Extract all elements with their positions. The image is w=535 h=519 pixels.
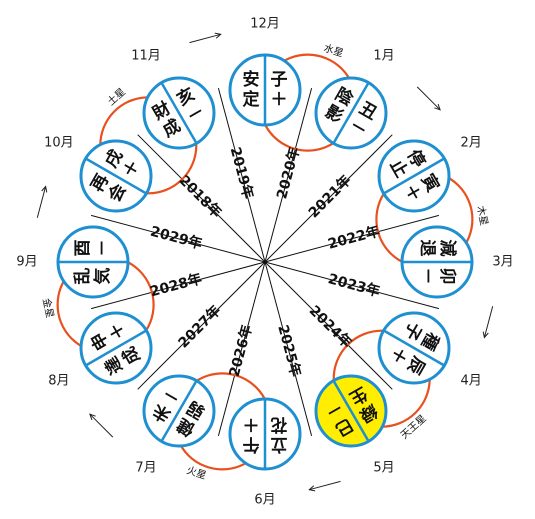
month-node: 緑生巳－ — [314, 374, 388, 448]
planet-label: 天王星 — [398, 413, 428, 442]
planet-label: 火星 — [185, 464, 208, 482]
month-node: 停止寅＋ — [377, 139, 451, 213]
year-label: 2025年 — [274, 323, 304, 379]
month-node: 種子辰＋ — [377, 311, 451, 385]
month-node: 乱気酉－ — [56, 225, 130, 299]
node-divider — [383, 157, 445, 195]
year-label: 2021年 — [305, 172, 354, 221]
year-spoke — [90, 214, 266, 263]
month-label: 10月 — [44, 136, 74, 151]
year-label: 2024年 — [306, 302, 355, 351]
node-zodiac-char: 酉 — [73, 240, 93, 257]
planet-label: 木星 — [474, 205, 490, 227]
node-zodiac-char: ＋ — [271, 90, 288, 110]
year-label: 2026年 — [226, 323, 256, 379]
arrow-head — [482, 331, 489, 339]
year-spoke — [264, 134, 393, 263]
month-label: 12月 — [250, 17, 280, 32]
node-divider — [85, 329, 147, 367]
month-node: 陰影丑－ — [314, 76, 388, 150]
node-keyword-char: 立 — [271, 434, 288, 455]
year-spoke — [264, 261, 440, 310]
node-keyword-char: 退 — [417, 240, 437, 257]
month-node: 再会戌＋ — [79, 139, 153, 213]
node-keyword-char: 気 — [92, 268, 113, 286]
year-label: 2019年 — [227, 145, 257, 201]
arrow-head — [308, 485, 316, 492]
year-label: 2020年 — [273, 145, 303, 201]
month-label: 4月 — [460, 374, 481, 389]
node-divider — [160, 82, 198, 144]
month-label: 1月 — [373, 48, 394, 63]
year-spoke — [90, 261, 266, 310]
year-spoke — [264, 261, 393, 390]
year-label: 2023年 — [326, 270, 382, 300]
month-label: 9月 — [16, 255, 37, 270]
arrow-line — [309, 480, 341, 491]
month-node: 減退卯－ — [400, 225, 474, 299]
node-divider — [332, 82, 370, 144]
node-divider — [160, 380, 198, 442]
arrow-head — [89, 413, 96, 421]
year-spokes — [90, 87, 440, 437]
direction-arrows — [36, 32, 494, 492]
year-label: 2027年 — [175, 302, 224, 351]
year-spoke — [264, 261, 313, 437]
month-label: 8月 — [48, 374, 69, 389]
year-label: 2018年 — [176, 172, 225, 221]
month-node: 立花午＋ — [228, 397, 302, 471]
month-node: 安定子＋ — [228, 53, 302, 127]
arrow-line — [89, 413, 114, 438]
node-zodiac-char: ＋ — [243, 414, 260, 434]
month-node: 達成申＋ — [79, 311, 153, 385]
year-spoke — [217, 261, 266, 437]
planet-label: 水星 — [322, 42, 345, 60]
month-node: 健弱未－ — [142, 374, 216, 448]
node-keyword-char: 減 — [437, 240, 458, 257]
node-keyword-char: 花 — [271, 414, 288, 435]
month-label: 2月 — [460, 136, 481, 151]
node-keyword-char: 安 — [243, 69, 260, 90]
node-zodiac-char: － — [417, 268, 437, 285]
month-label: 6月 — [254, 493, 275, 508]
node-divider — [85, 157, 147, 195]
year-spoke — [217, 87, 266, 263]
year-label: 2022年 — [326, 223, 382, 253]
node-divider — [383, 329, 445, 367]
planet-label: 金星 — [40, 297, 57, 319]
year-label: 2029年 — [148, 223, 204, 253]
arrow-line — [483, 306, 494, 338]
month-node: 財成亥－ — [142, 76, 216, 150]
node-zodiac-char: 子 — [271, 70, 288, 90]
month-label: 3月 — [492, 255, 513, 270]
year-spoke — [137, 134, 266, 263]
arrow-head — [214, 32, 222, 39]
arrow-line — [36, 186, 47, 218]
month-label: 7月 — [135, 461, 156, 476]
month-label: 5月 — [373, 461, 394, 476]
arrow-line — [416, 86, 441, 111]
year-spoke — [264, 214, 440, 263]
arrow-head — [434, 103, 441, 111]
node-keyword-char: 乱 — [72, 268, 93, 285]
year-label: 2028年 — [148, 270, 204, 300]
node-zodiac-char: 卯 — [437, 268, 457, 285]
node-keyword-char: 定 — [243, 89, 260, 110]
month-nodes: 安定子＋陰影丑－停止寅＋減退卯－種子辰＋緑生巳－立花午＋健弱未－達成申＋乱気酉－… — [56, 53, 474, 471]
month-label: 11月 — [131, 48, 161, 63]
year-spoke — [264, 87, 313, 263]
year-spoke — [137, 261, 266, 390]
node-divider — [332, 380, 370, 442]
node-zodiac-char: － — [93, 240, 113, 257]
node-zodiac-char: 午 — [243, 434, 260, 455]
arrow-head — [41, 185, 48, 193]
arrow-line — [189, 33, 221, 44]
